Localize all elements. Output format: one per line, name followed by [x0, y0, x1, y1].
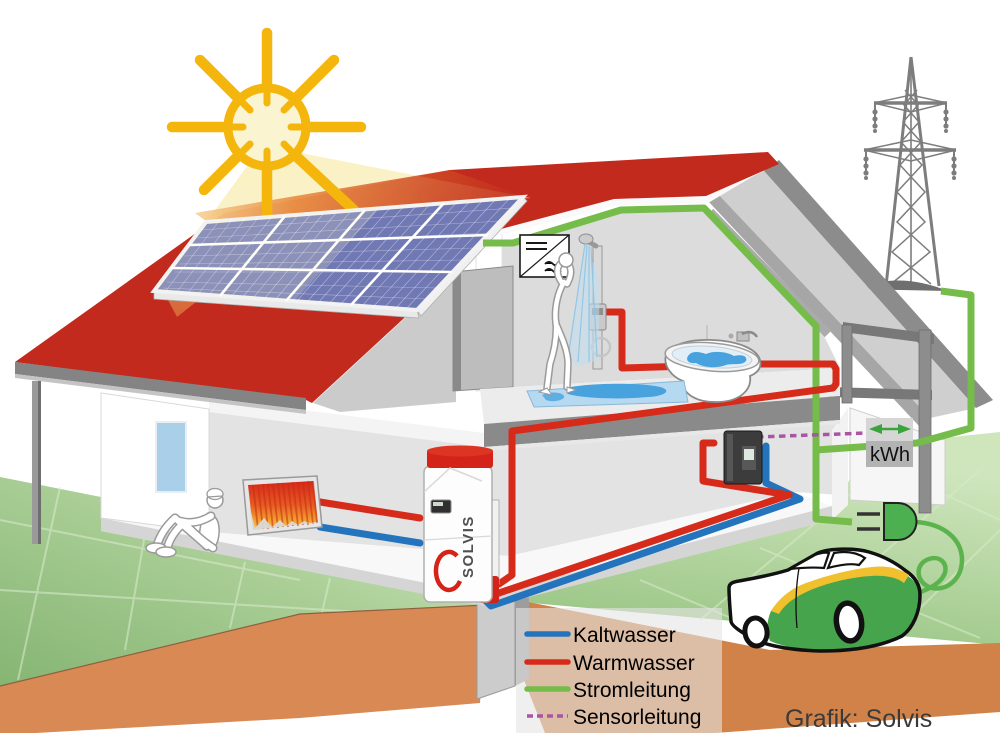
svg-text:Stromleitung: Stromleitung	[573, 679, 691, 702]
svg-text:Sensorleitung: Sensorleitung	[573, 706, 701, 729]
svg-text:SOLVIS: SOLVIS	[460, 515, 477, 578]
svg-text:Warmwasser: Warmwasser	[573, 652, 695, 675]
svg-text:kWh: kWh	[870, 444, 910, 466]
svg-text:Grafik: Solvis: Grafik: Solvis	[785, 705, 932, 733]
svg-text:Kaltwasser: Kaltwasser	[573, 624, 676, 647]
